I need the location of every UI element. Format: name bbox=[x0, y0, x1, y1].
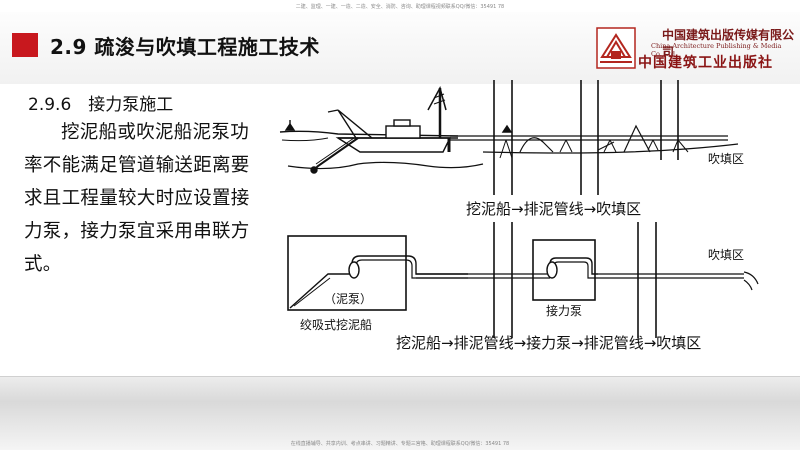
title-accent-bar bbox=[12, 33, 38, 57]
header-band bbox=[0, 12, 800, 84]
floor-reflection bbox=[0, 376, 800, 450]
water-surface-top bbox=[279, 130, 459, 137]
section-body: 挖泥船或吹泥船泥泵功率不能满足管道输送距离要求且工程量较大时应设置接力泵，接力泵… bbox=[24, 122, 250, 275]
section-heading: 2.9.6 接力泵施工 bbox=[28, 95, 174, 115]
booster-pump-label: 接力泵 bbox=[546, 304, 583, 318]
fill-area-label-top: 吹填区 bbox=[708, 152, 745, 166]
mud-pump-label: （泥泵） bbox=[324, 292, 373, 306]
publisher-name-cn: 中国建筑出版传媒有限公司 bbox=[662, 28, 795, 59]
cutter-dredger-box bbox=[287, 235, 407, 311]
fill-ground bbox=[482, 143, 739, 154]
diagram-drawing bbox=[279, 80, 759, 338]
top-watermark-note: 二建、监理、一建、一造、二造、安全、消防、咨询、助理课程视频联系QQ/微信：35… bbox=[295, 4, 505, 10]
buoy-icon bbox=[284, 120, 296, 131]
buoy-icon bbox=[501, 124, 513, 133]
dike-1 bbox=[519, 137, 554, 153]
publisher-logo-icon bbox=[596, 27, 636, 73]
cutter-dredger-label: 绞吸式挖泥船 bbox=[300, 318, 373, 332]
dike-2 bbox=[623, 124, 651, 153]
booster-pump-box bbox=[532, 239, 596, 301]
publisher-name-en: China Architecture Publishing & Media Co… bbox=[651, 42, 782, 58]
slide-title: 2.9 疏浚与吹填工程施工技术 bbox=[50, 35, 320, 59]
mud-pump-icon bbox=[351, 255, 468, 275]
bottom-watermark-note: 在线直播辅导、共享内训、考点串讲、习题精讲、专题三宫格、助理课程联系QQ/微信：… bbox=[290, 441, 510, 447]
publisher-calligraphy: 中国建筑工业出版社 bbox=[638, 55, 773, 71]
booster-pump-icon bbox=[549, 257, 598, 275]
fill-area-label-bottom: 吹填区 bbox=[708, 248, 745, 262]
caption-top: 挖泥船→排泥管线→吹填区 bbox=[466, 200, 642, 218]
booster-pump-diagram: 吹填区 挖泥船→排泥管线→吹填区 吹填区 （泥泵） 接力泵 绞吸式挖泥船 挖泥船… bbox=[268, 80, 768, 364]
floor-line bbox=[0, 376, 800, 377]
outlet-icon bbox=[743, 271, 759, 291]
seabed-top bbox=[287, 161, 484, 170]
caption-bottom: 挖泥船→排泥管线→接力泵→排泥管线→吹填区 bbox=[396, 334, 702, 352]
